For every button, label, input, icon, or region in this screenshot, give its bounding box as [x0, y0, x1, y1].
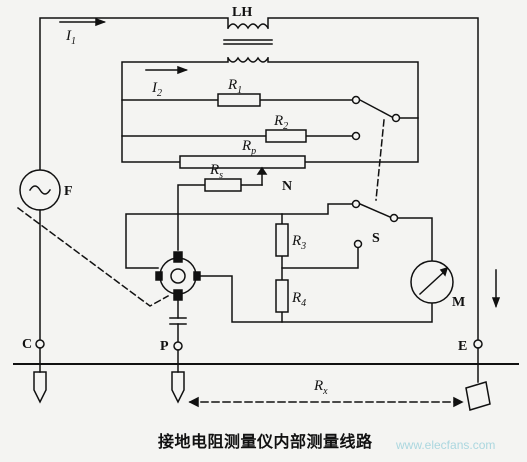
label-r2: R2 — [273, 113, 288, 132]
wire-secondary-right — [267, 57, 419, 163]
label-i1: I1 — [65, 28, 76, 47]
resistor-rs — [204, 178, 242, 192]
wire-top-right — [267, 17, 479, 341]
switch-s-contact-1 — [351, 199, 361, 209]
rx-arrow-left — [188, 396, 199, 408]
wire-meter-bottom — [195, 275, 433, 323]
resistor-r4 — [275, 279, 289, 313]
label-s: S — [372, 231, 380, 246]
capacitor — [169, 317, 187, 325]
wire-meter — [397, 217, 433, 261]
figure-caption: 接地电阻测量仪内部测量线路 — [158, 432, 373, 451]
meter-needle — [418, 269, 447, 296]
wire-secondary-left — [121, 57, 229, 163]
switch-s-contact-2 — [353, 239, 363, 249]
watermark: www.elecfans.com — [396, 438, 496, 452]
wire-s-tap — [281, 247, 359, 269]
arrow-down-e-head — [491, 297, 501, 309]
label-rs: Rs — [209, 162, 223, 181]
rx-arrow-right — [453, 396, 464, 408]
switch-blade-s — [359, 203, 391, 218]
commutator — [159, 257, 197, 295]
label-m: M — [452, 295, 465, 310]
wire-top-left — [39, 17, 229, 171]
switch-blade-top — [358, 98, 394, 119]
switch-contact-1 — [351, 95, 361, 105]
label-e: E — [458, 339, 467, 354]
transformer-lh — [223, 23, 273, 63]
label-i2: I2 — [151, 80, 162, 99]
potentiometer-rp — [179, 155, 306, 169]
arrow-i1-head — [95, 17, 107, 27]
label-lh: LH — [232, 5, 252, 20]
probe-c — [33, 371, 47, 404]
label-c: C — [22, 337, 32, 352]
commutator-brushes — [155, 251, 201, 301]
terminal-p — [173, 341, 183, 351]
commutator-hub — [170, 268, 186, 284]
switch-s-contact-3 — [389, 213, 399, 223]
switch-contact-3 — [391, 113, 401, 123]
terminal-e — [473, 339, 483, 349]
label-n: N — [282, 179, 292, 194]
label-rx: Rx — [313, 378, 328, 397]
rp-wiper-arrow — [256, 166, 268, 175]
probe-p — [171, 371, 185, 404]
electrode-e — [465, 381, 491, 411]
label-r4: R4 — [291, 290, 306, 309]
wire-rs — [177, 184, 263, 251]
wire-measure-top — [125, 203, 353, 269]
switch-contact-2 — [351, 131, 361, 141]
label-r3: R3 — [291, 233, 306, 252]
generator-sine — [28, 185, 52, 195]
dashed-link-switches — [375, 119, 385, 201]
label-rp: Rp — [241, 138, 256, 157]
meter-needle-head — [439, 266, 449, 277]
arrow-i2-head — [177, 65, 189, 75]
resistor-r1 — [217, 93, 261, 107]
resistor-r2 — [265, 129, 307, 143]
resistor-r3 — [275, 223, 289, 257]
label-p: P — [160, 339, 169, 354]
dashed-link-generator — [16, 206, 170, 307]
label-f: F — [64, 184, 73, 199]
label-r1: R1 — [227, 77, 242, 96]
terminal-c — [35, 339, 45, 349]
